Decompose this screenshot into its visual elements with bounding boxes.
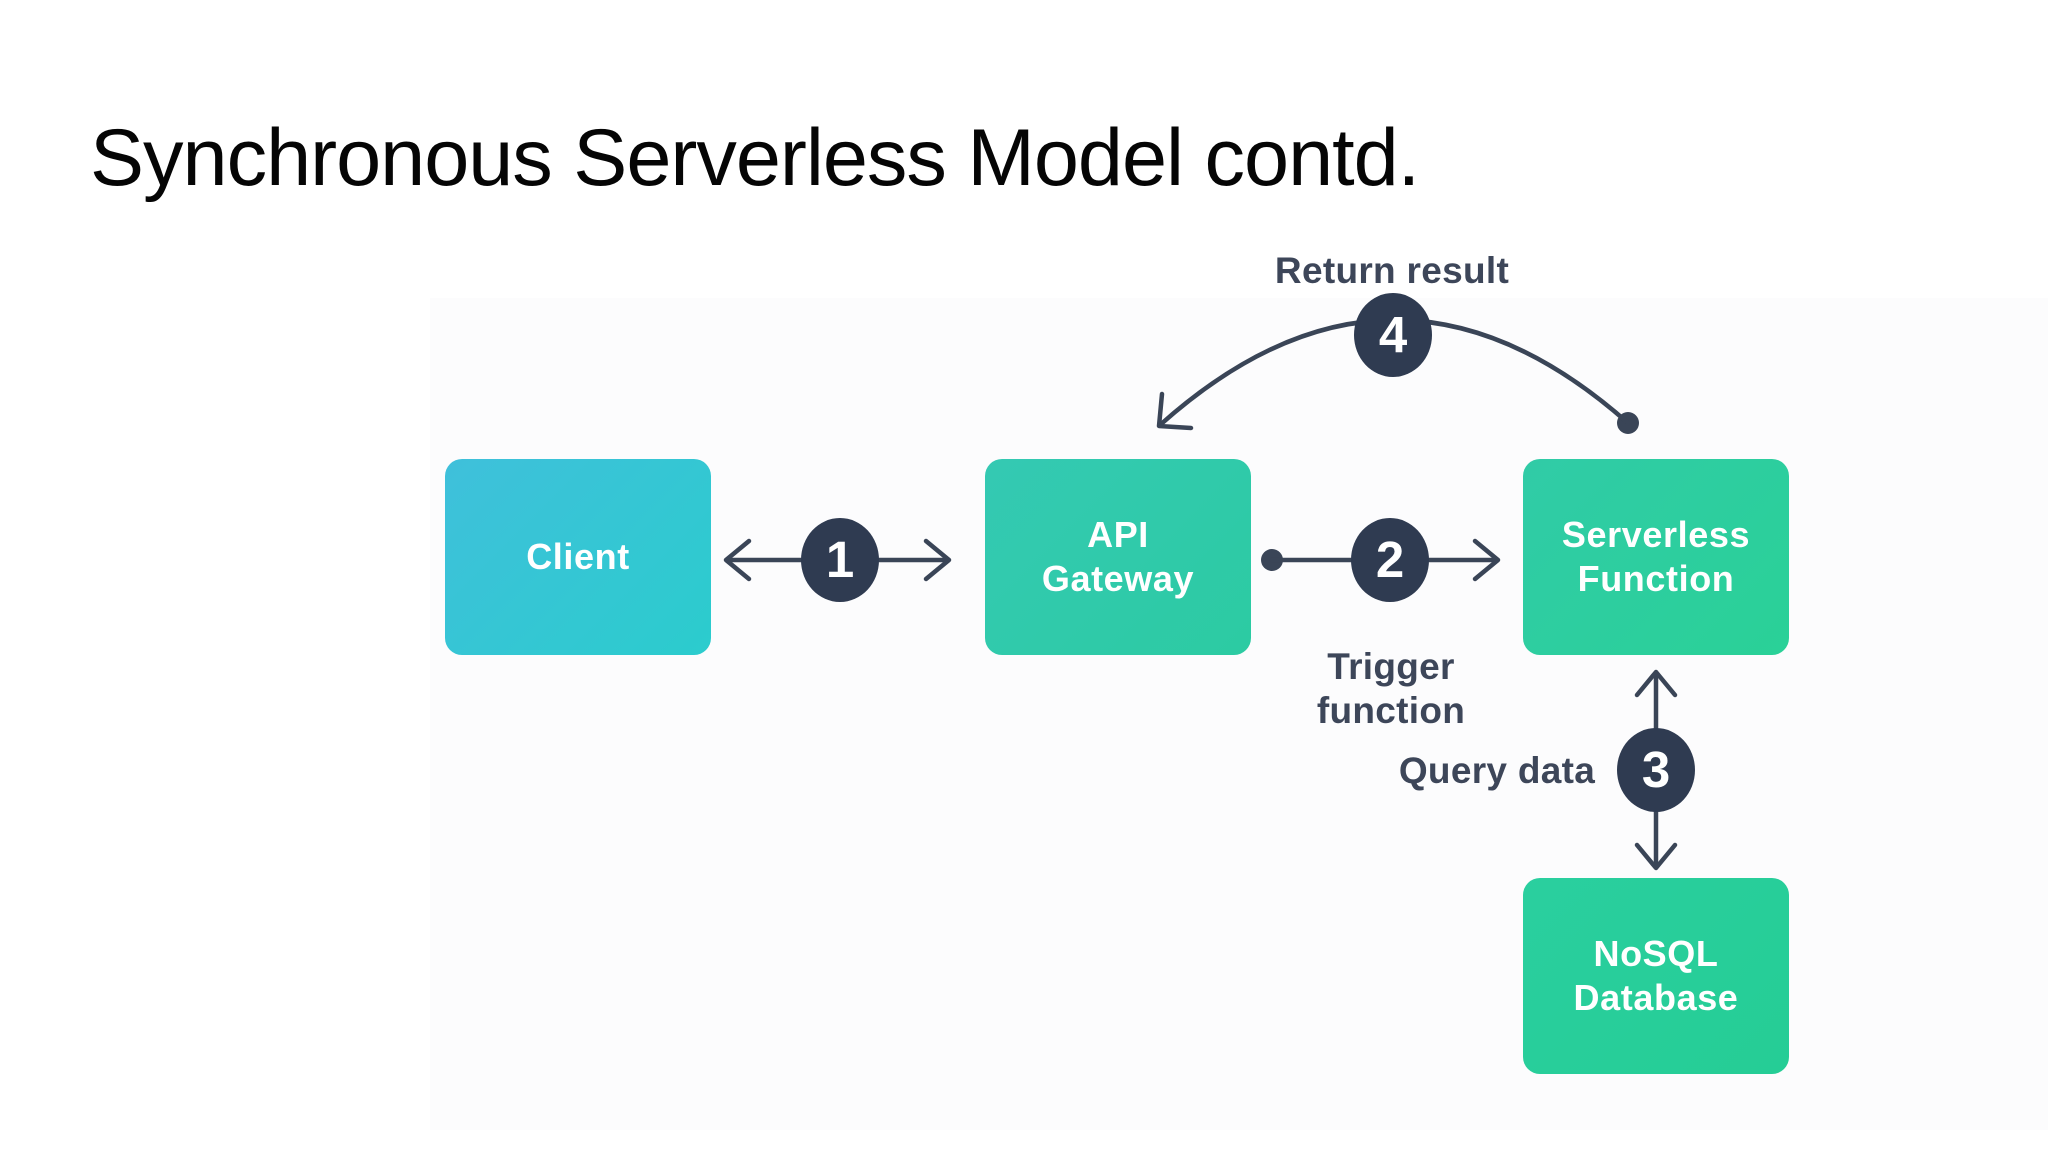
step-badge-2: 2: [1351, 518, 1429, 602]
step-badge-1-number: 1: [825, 530, 855, 588]
edge-label-trigger-function: Trigger function: [1316, 646, 1466, 731]
arrow-1-right-arrowhead-icon: [923, 538, 952, 582]
arrow-1-left-arrowhead-icon: [723, 538, 752, 582]
node-serverless-function: Serverless Function: [1523, 459, 1789, 655]
arrow-3-bottom-arrowhead-icon: [1634, 842, 1678, 871]
step-badge-2-number: 2: [1375, 530, 1405, 588]
step-badge-3: 3: [1617, 728, 1695, 812]
node-api-gateway-label: API Gateway: [1041, 514, 1195, 599]
node-nosql-database-label: NoSQL Database: [1573, 933, 1739, 1018]
node-serverless-function-label: Serverless Function: [1561, 514, 1751, 599]
node-nosql-database: NoSQL Database: [1523, 878, 1789, 1074]
node-api-gateway: API Gateway: [985, 459, 1251, 655]
step-badge-1: 1: [801, 518, 879, 602]
slide-title: Synchronous Serverless Model contd.: [90, 113, 1420, 203]
edge-label-return-result: Return result: [1274, 250, 1510, 292]
arc-4-arrowhead-icon: [1156, 391, 1194, 431]
arrow-3-top-arrowhead-icon: [1634, 669, 1678, 698]
edge-label-query-data: Query data: [1398, 750, 1596, 792]
arrow-2-arrowhead-icon: [1472, 538, 1501, 582]
step-badge-4: 4: [1354, 293, 1432, 377]
node-client-label: Client: [526, 536, 630, 578]
step-badge-3-number: 3: [1641, 740, 1671, 798]
step-badge-4-number: 4: [1378, 305, 1408, 363]
node-client: Client: [445, 459, 711, 655]
